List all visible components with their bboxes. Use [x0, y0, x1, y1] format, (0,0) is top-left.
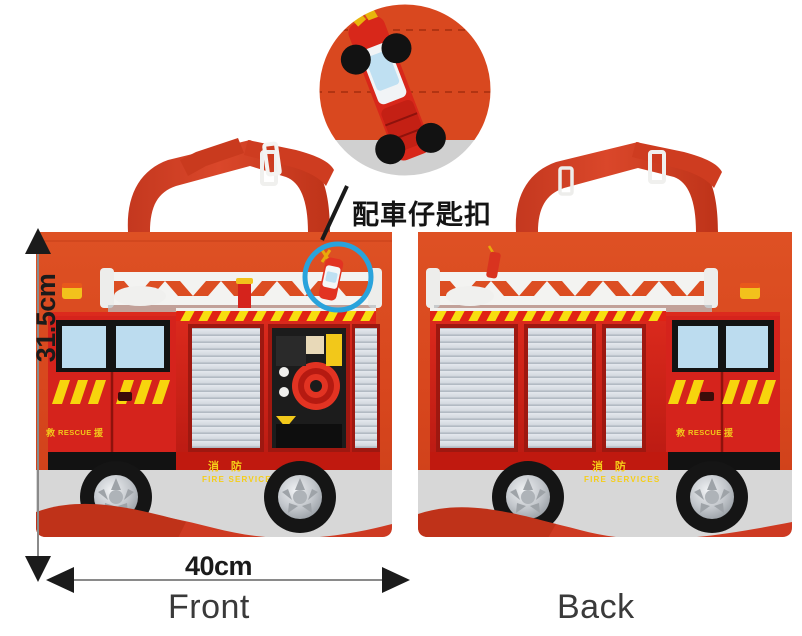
width-dimension-label: 40cm — [185, 551, 253, 581]
hazard-stripe — [176, 310, 376, 321]
svg-text:FIRE SERVICES: FIRE SERVICES — [202, 475, 278, 484]
front-bag-view: 救 RESCUE 援 — [36, 138, 392, 537]
keychain-closeup-inset — [314, 0, 496, 181]
body-text-back: 消 防 FIRE SERVICES — [584, 459, 660, 484]
front-bag-body: 救 RESCUE 援 — [36, 232, 392, 537]
svg-text:救: 救 — [46, 427, 56, 439]
height-dimension-arrow — [25, 228, 51, 582]
keychain-callout-label: 配車仔匙扣 — [352, 200, 492, 231]
svg-text:援: 援 — [94, 427, 104, 439]
equipment-compartments — [188, 324, 380, 452]
body-text: 消 防 FIRE SERVICES — [202, 459, 278, 484]
back-view-label: Back — [557, 588, 635, 626]
front-bag-handles — [127, 138, 334, 232]
hose-reel — [292, 362, 340, 410]
back-bag-view: 救 RESCUE 援 消 防 FIRE SERVICES — [418, 142, 792, 537]
svg-text:救: 救 — [676, 427, 686, 439]
attached-keychain — [318, 249, 344, 301]
svg-text:消 防: 消 防 — [208, 459, 246, 473]
handle-buckle-left — [260, 150, 278, 186]
handle-buckle-right — [648, 150, 666, 184]
wheel-rear — [264, 461, 336, 533]
truck-cab: 救 RESCUE 援 — [46, 316, 176, 470]
ladder-graphic-back — [426, 268, 718, 312]
back-bag-handles — [515, 142, 722, 232]
wheel-back-front — [676, 461, 748, 533]
front-view-label: Front — [168, 588, 250, 626]
back-bag-body: 救 RESCUE 援 消 防 FIRE SERVICES — [418, 232, 792, 537]
back-bag-keychain — [486, 245, 501, 279]
svg-text:消 防: 消 防 — [592, 459, 630, 473]
width-dimension-arrow — [46, 567, 410, 593]
truck-cab-back: 救 RESCUE 援 — [666, 316, 780, 470]
svg-text:援: 援 — [724, 427, 734, 439]
height-dimension-label: 31.5cm — [30, 273, 61, 363]
svg-text:RESCUE: RESCUE — [58, 428, 92, 437]
svg-text:RESCUE: RESCUE — [688, 428, 722, 437]
equipment-compartments-back — [436, 324, 646, 452]
callout-leader-line — [320, 185, 349, 241]
keychain-highlight-circle — [302, 241, 374, 313]
svg-text:FIRE SERVICES: FIRE SERVICES — [584, 475, 660, 484]
